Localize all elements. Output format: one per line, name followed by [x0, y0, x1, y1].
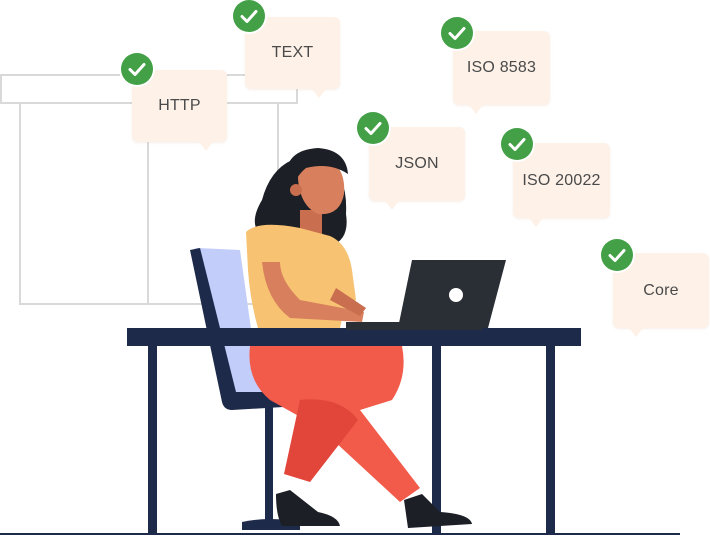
tag-bubble-text: TEXT	[245, 17, 340, 98]
tag-label-json: JSON	[395, 155, 439, 172]
woman	[246, 148, 472, 528]
tag-label-iso8583: ISO 8583	[466, 59, 537, 76]
tag-bubble-iso20022: ISO 20022	[513, 143, 610, 227]
check-circle-icon	[601, 239, 633, 271]
tag-label-core: Core	[643, 281, 679, 299]
tag-label-http: HTTP	[158, 97, 201, 114]
check-circle-icon	[501, 128, 533, 160]
laptop	[346, 260, 506, 330]
tag-label-iso20022: ISO 20022	[522, 171, 601, 189]
tag-label-text: TEXT	[271, 44, 314, 61]
check-circle-icon	[233, 0, 265, 32]
check-circle-icon	[121, 53, 153, 85]
check-circle-icon	[441, 17, 473, 49]
tag-bubble-json: JSON	[369, 127, 465, 210]
check-circle-icon	[357, 112, 389, 144]
tag-bubble-core: Core	[613, 253, 709, 337]
desk	[127, 328, 581, 534]
tag-bubble-http: HTTP	[132, 70, 227, 151]
